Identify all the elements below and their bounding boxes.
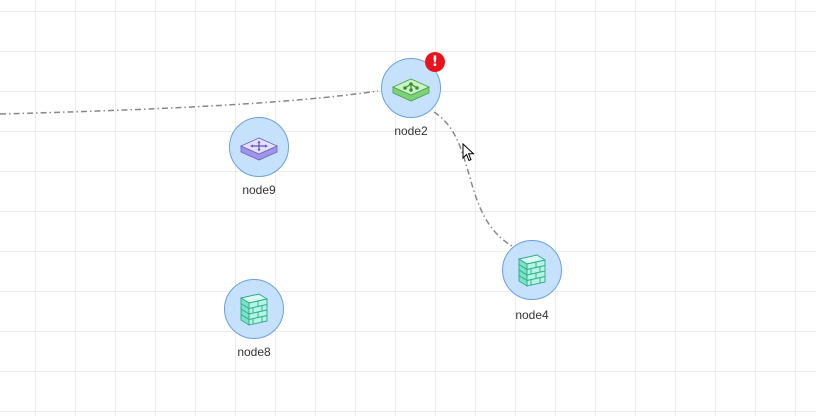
pointer-cursor-icon: [462, 143, 475, 162]
alert-badge[interactable]: !: [425, 52, 445, 72]
firewall-icon: [515, 251, 549, 289]
node-node9[interactable]: [229, 117, 289, 177]
edge-node2-node4[interactable]: [433, 111, 513, 247]
firewall-icon: [237, 290, 271, 328]
edge-offscreen-node2[interactable]: [0, 90, 379, 115]
node-label: node9: [242, 183, 276, 197]
node-label: node4: [515, 308, 549, 322]
node-node4[interactable]: [502, 240, 562, 300]
node-node8[interactable]: [224, 279, 284, 339]
node-label: node8: [237, 345, 271, 359]
switch-icon: [391, 73, 431, 103]
node-label: node2: [394, 124, 428, 138]
router-icon: [239, 132, 279, 162]
